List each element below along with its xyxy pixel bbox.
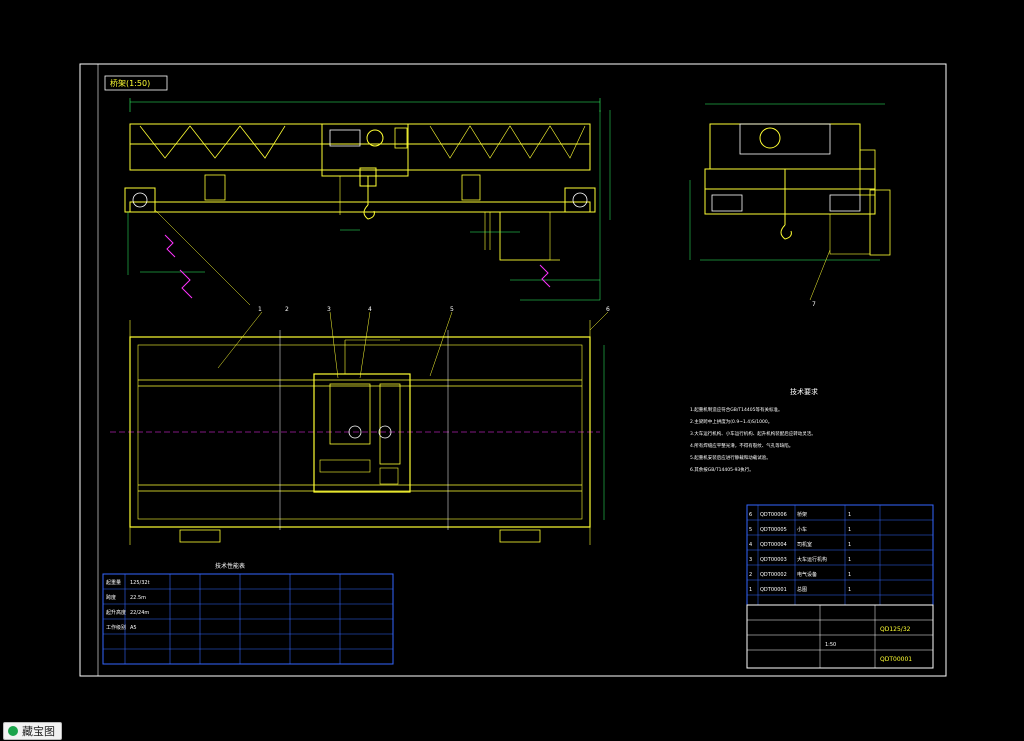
svg-text:1: 1 bbox=[848, 542, 851, 548]
svg-text:1.起重机制造应符合GB/T14405等有关标准。: 1.起重机制造应符合GB/T14405等有关标准。 bbox=[690, 406, 782, 413]
badge-label: 藏宝图 bbox=[22, 725, 55, 738]
title-name: QD125/32 bbox=[880, 626, 911, 633]
view-label: 桥架(1:50) bbox=[110, 78, 150, 88]
svg-text:1: 1 bbox=[749, 587, 752, 593]
item-balloons: 1 2 3 4 5 6 7 bbox=[258, 301, 816, 313]
svg-text:4.所有焊缝应平整光滑，不得有裂纹、气孔等缺陷。: 4.所有焊缝应平整光滑，不得有裂纹、气孔等缺陷。 bbox=[690, 442, 793, 449]
svg-text:起升高度: 起升高度 bbox=[106, 609, 126, 616]
technical-requirements: 技术要求 1.起重机制造应符合GB/T14405等有关标准。 2.主梁跨中上拱度… bbox=[690, 387, 818, 473]
inner-border bbox=[97, 63, 947, 677]
svg-text:6: 6 bbox=[606, 306, 610, 313]
svg-text:QDT00001: QDT00001 bbox=[760, 587, 787, 593]
drawing-scale: 1:50 bbox=[825, 642, 836, 648]
svg-text:4: 4 bbox=[749, 542, 752, 548]
svg-text:5: 5 bbox=[749, 527, 752, 533]
svg-text:起重量: 起重量 bbox=[106, 579, 121, 586]
svg-text:6: 6 bbox=[749, 512, 752, 518]
svg-text:22.5m: 22.5m bbox=[130, 595, 146, 601]
svg-text:4: 4 bbox=[368, 306, 372, 313]
svg-text:2: 2 bbox=[749, 572, 752, 578]
svg-text:QDT00004: QDT00004 bbox=[760, 542, 787, 548]
svg-text:技术性能表: 技术性能表 bbox=[215, 562, 245, 570]
sheet-border bbox=[79, 63, 947, 677]
svg-text:3: 3 bbox=[327, 306, 331, 313]
svg-text:125/32t: 125/32t bbox=[130, 580, 150, 586]
svg-text:桥架: 桥架 bbox=[797, 511, 807, 518]
svg-text:1: 1 bbox=[848, 572, 851, 578]
svg-text:总图: 总图 bbox=[797, 586, 807, 593]
svg-text:A5: A5 bbox=[130, 625, 137, 631]
tech-title: 技术要求 bbox=[790, 387, 818, 396]
svg-text:电气设备: 电气设备 bbox=[797, 571, 817, 578]
bill-of-materials: 6 QDT00006 桥架 1 5 QDT00005 小车 1 4 QDT000… bbox=[746, 504, 934, 606]
svg-text:2: 2 bbox=[285, 306, 289, 313]
side-elevation bbox=[689, 103, 891, 301]
svg-text:1: 1 bbox=[848, 527, 851, 533]
svg-text:3.大车运行机构、小车运行机构、起升机构装配后应转动灵活。: 3.大车运行机构、小车运行机构、起升机构装配后应转动灵活。 bbox=[690, 430, 816, 437]
title-block: QD125/32 QDT00001 1:50 bbox=[746, 604, 934, 669]
svg-text:QDT00006: QDT00006 bbox=[760, 512, 787, 518]
drawing-number: QDT00001 bbox=[880, 656, 912, 663]
parameter-table: 技术性能表 起重量 125/32t 跨度 22.5m 起升高度 22/24m 工… bbox=[102, 562, 394, 665]
svg-text:大车运行机构: 大车运行机构 bbox=[797, 556, 827, 563]
svg-text:QDT00005: QDT00005 bbox=[760, 527, 787, 533]
svg-text:1: 1 bbox=[258, 306, 262, 313]
svg-text:6.其余按GB/T14405-93执行。: 6.其余按GB/T14405-93执行。 bbox=[690, 466, 754, 473]
svg-text:2.主梁跨中上拱度为(0.9~1.4)S/1000。: 2.主梁跨中上拱度为(0.9~1.4)S/1000。 bbox=[690, 418, 772, 425]
logo-icon bbox=[8, 726, 18, 736]
svg-text:7: 7 bbox=[812, 301, 816, 308]
svg-text:跨度: 跨度 bbox=[106, 594, 116, 601]
svg-text:小车: 小车 bbox=[797, 526, 807, 533]
svg-text:1: 1 bbox=[848, 587, 851, 593]
svg-text:司机室: 司机室 bbox=[797, 541, 812, 548]
svg-text:22/24m: 22/24m bbox=[130, 610, 149, 616]
svg-text:1: 1 bbox=[848, 557, 851, 563]
svg-text:5.起重机安装后应进行静载和动载试验。: 5.起重机安装后应进行静载和动载试验。 bbox=[690, 454, 771, 461]
plan-view bbox=[110, 311, 609, 545]
svg-text:3: 3 bbox=[749, 557, 752, 563]
watermark-badge[interactable]: 藏宝图 bbox=[3, 722, 62, 740]
svg-text:1: 1 bbox=[848, 512, 851, 518]
front-elevation bbox=[124, 98, 611, 306]
svg-text:5: 5 bbox=[450, 306, 454, 313]
svg-text:工作级别: 工作级别 bbox=[106, 624, 126, 631]
svg-text:QDT00003: QDT00003 bbox=[760, 557, 787, 563]
svg-text:QDT00002: QDT00002 bbox=[760, 572, 787, 578]
